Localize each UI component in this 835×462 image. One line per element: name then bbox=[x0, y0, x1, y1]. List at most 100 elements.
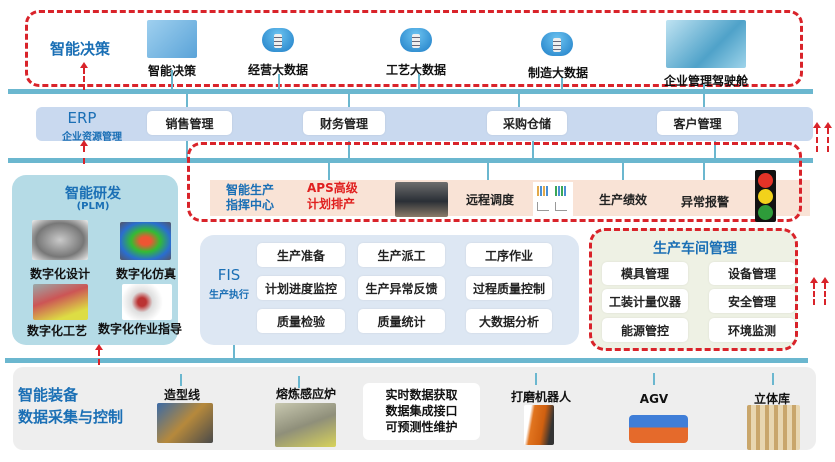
connector bbox=[487, 163, 489, 180]
bus-line-top bbox=[8, 89, 813, 94]
decision-layer-frame bbox=[25, 10, 803, 87]
fis-cell[interactable]: 质量检验 bbox=[257, 309, 345, 333]
fis-cell[interactable]: 生产派工 bbox=[358, 243, 445, 267]
connector bbox=[328, 163, 330, 180]
equipment-item: AGV bbox=[639, 392, 669, 406]
command-center-title: 智能生产 指挥中心 bbox=[226, 183, 274, 213]
equipment-title: 智能装备 数据采集与控制 bbox=[18, 384, 123, 428]
connector bbox=[348, 93, 350, 107]
connector bbox=[703, 84, 705, 90]
equipment-item: 造型线 bbox=[163, 388, 201, 402]
connector bbox=[561, 78, 563, 90]
aps-title-line: APS高级 bbox=[307, 181, 358, 195]
command-title-line: 智能生产 bbox=[226, 183, 275, 197]
command-item[interactable]: 远程调度 bbox=[465, 192, 514, 207]
erp-module[interactable]: 客户管理 bbox=[657, 111, 738, 135]
plm-title: 智能研发 bbox=[65, 186, 121, 202]
cloud-database-icon bbox=[262, 28, 294, 52]
erp-module[interactable]: 财务管理 bbox=[303, 111, 385, 135]
dashed-up-arrow bbox=[813, 122, 821, 152]
connector bbox=[653, 373, 655, 385]
shop-floor-frame bbox=[589, 228, 798, 351]
plm-item: 数字化仿真 bbox=[115, 267, 177, 281]
cloud-database-icon bbox=[541, 32, 573, 56]
fis-cell[interactable]: 生产准备 bbox=[257, 243, 345, 267]
equipment-title-line: 数据采集与控制 bbox=[18, 408, 124, 426]
traffic-light-icon bbox=[755, 170, 776, 222]
connector bbox=[298, 376, 300, 388]
command-band bbox=[210, 180, 810, 216]
connector bbox=[518, 93, 520, 107]
connector bbox=[171, 70, 173, 90]
fis-subtitle: 生产执行 bbox=[209, 290, 249, 301]
fis-cell[interactable]: 质量统计 bbox=[358, 309, 445, 333]
bar-chart-icons bbox=[533, 182, 573, 216]
connector bbox=[703, 93, 705, 107]
shop-cell[interactable]: 工装计量仪器 bbox=[602, 289, 688, 313]
equipment-item: 立体库 bbox=[753, 392, 791, 406]
shop-cell[interactable]: 安全管理 bbox=[709, 289, 795, 313]
digital-design-image bbox=[32, 220, 88, 260]
aps-title-line: 计划排产 bbox=[307, 197, 356, 211]
command-center-frame bbox=[187, 142, 802, 222]
fis-cell[interactable]: 生产异常反馈 bbox=[358, 276, 445, 300]
dashed-up-arrow bbox=[80, 62, 88, 90]
fis-cell[interactable]: 工序作业 bbox=[466, 243, 552, 267]
bus-line-middle bbox=[8, 158, 813, 163]
connector bbox=[418, 74, 420, 90]
decision-item: 企业管理驾驶舱 bbox=[663, 74, 749, 88]
dashed-up-arrow bbox=[824, 122, 832, 152]
grinding-robot-image bbox=[524, 405, 554, 445]
decision-item: 经营大数据 bbox=[247, 63, 309, 77]
ai-decision-icon bbox=[147, 20, 197, 58]
command-item[interactable]: 异常报警 bbox=[680, 194, 729, 209]
digital-process-image bbox=[33, 284, 88, 320]
decision-item: 工艺大数据 bbox=[385, 63, 447, 77]
connector bbox=[714, 141, 716, 159]
equipment-item: 熔炼感应炉 bbox=[275, 387, 337, 401]
shop-floor-title: 生产车间管理 bbox=[653, 241, 737, 257]
capability-line: 可预测性维护 bbox=[385, 420, 458, 434]
data-capability-box: 实时数据获取 数据集成接口 可预测性维护 bbox=[363, 383, 480, 440]
erp-module[interactable]: 采购仓储 bbox=[487, 111, 567, 135]
molding-line-image bbox=[157, 403, 213, 443]
shop-cell[interactable]: 模具管理 bbox=[602, 262, 688, 285]
connector bbox=[233, 345, 235, 359]
erp-title: ERP bbox=[67, 109, 97, 127]
connector bbox=[186, 93, 188, 107]
shop-cell[interactable]: 环境监测 bbox=[709, 318, 795, 342]
shop-cell[interactable]: 设备管理 bbox=[709, 262, 795, 285]
induction-furnace-image bbox=[275, 403, 336, 447]
plm-item: 数字化工艺 bbox=[26, 324, 88, 338]
fis-cell[interactable]: 大数据分析 bbox=[466, 309, 552, 333]
shop-cell[interactable]: 能源管控 bbox=[602, 318, 688, 342]
connector bbox=[180, 374, 182, 386]
agv-image bbox=[629, 415, 688, 443]
digital-work-instruction-image bbox=[122, 284, 172, 320]
decision-layer-title: 智能决策 bbox=[50, 40, 111, 58]
capability-line: 实时数据获取 bbox=[385, 388, 458, 402]
connector bbox=[278, 74, 280, 90]
erp-subtitle: 企业资源管理 bbox=[62, 132, 122, 143]
equipment-item: 打磨机器人 bbox=[510, 390, 572, 404]
equipment-title-line: 智能装备 bbox=[18, 386, 79, 404]
connector bbox=[532, 141, 534, 159]
dashed-up-arrow bbox=[80, 140, 88, 164]
erp-module[interactable]: 销售管理 bbox=[147, 111, 232, 135]
bus-line-bottom bbox=[5, 358, 808, 363]
connector bbox=[622, 163, 624, 180]
command-item[interactable]: 生产绩效 bbox=[598, 192, 647, 207]
capability-line: 数据集成接口 bbox=[385, 404, 458, 418]
connector bbox=[772, 373, 774, 385]
plm-item: 数字化作业指导 bbox=[97, 322, 183, 336]
fis-cell[interactable]: 过程质量控制 bbox=[466, 276, 552, 300]
fis-cell[interactable]: 计划进度监控 bbox=[257, 276, 345, 300]
control-room-image bbox=[395, 182, 448, 217]
aps-title: APS高级 计划排产 bbox=[307, 180, 358, 212]
management-cockpit-image bbox=[666, 20, 746, 68]
cloud-database-icon bbox=[400, 28, 432, 52]
dashed-up-arrow bbox=[821, 277, 829, 305]
fis-title: FIS bbox=[217, 266, 241, 284]
connector bbox=[703, 163, 705, 180]
plm-subtitle: (PLM) bbox=[76, 201, 110, 212]
